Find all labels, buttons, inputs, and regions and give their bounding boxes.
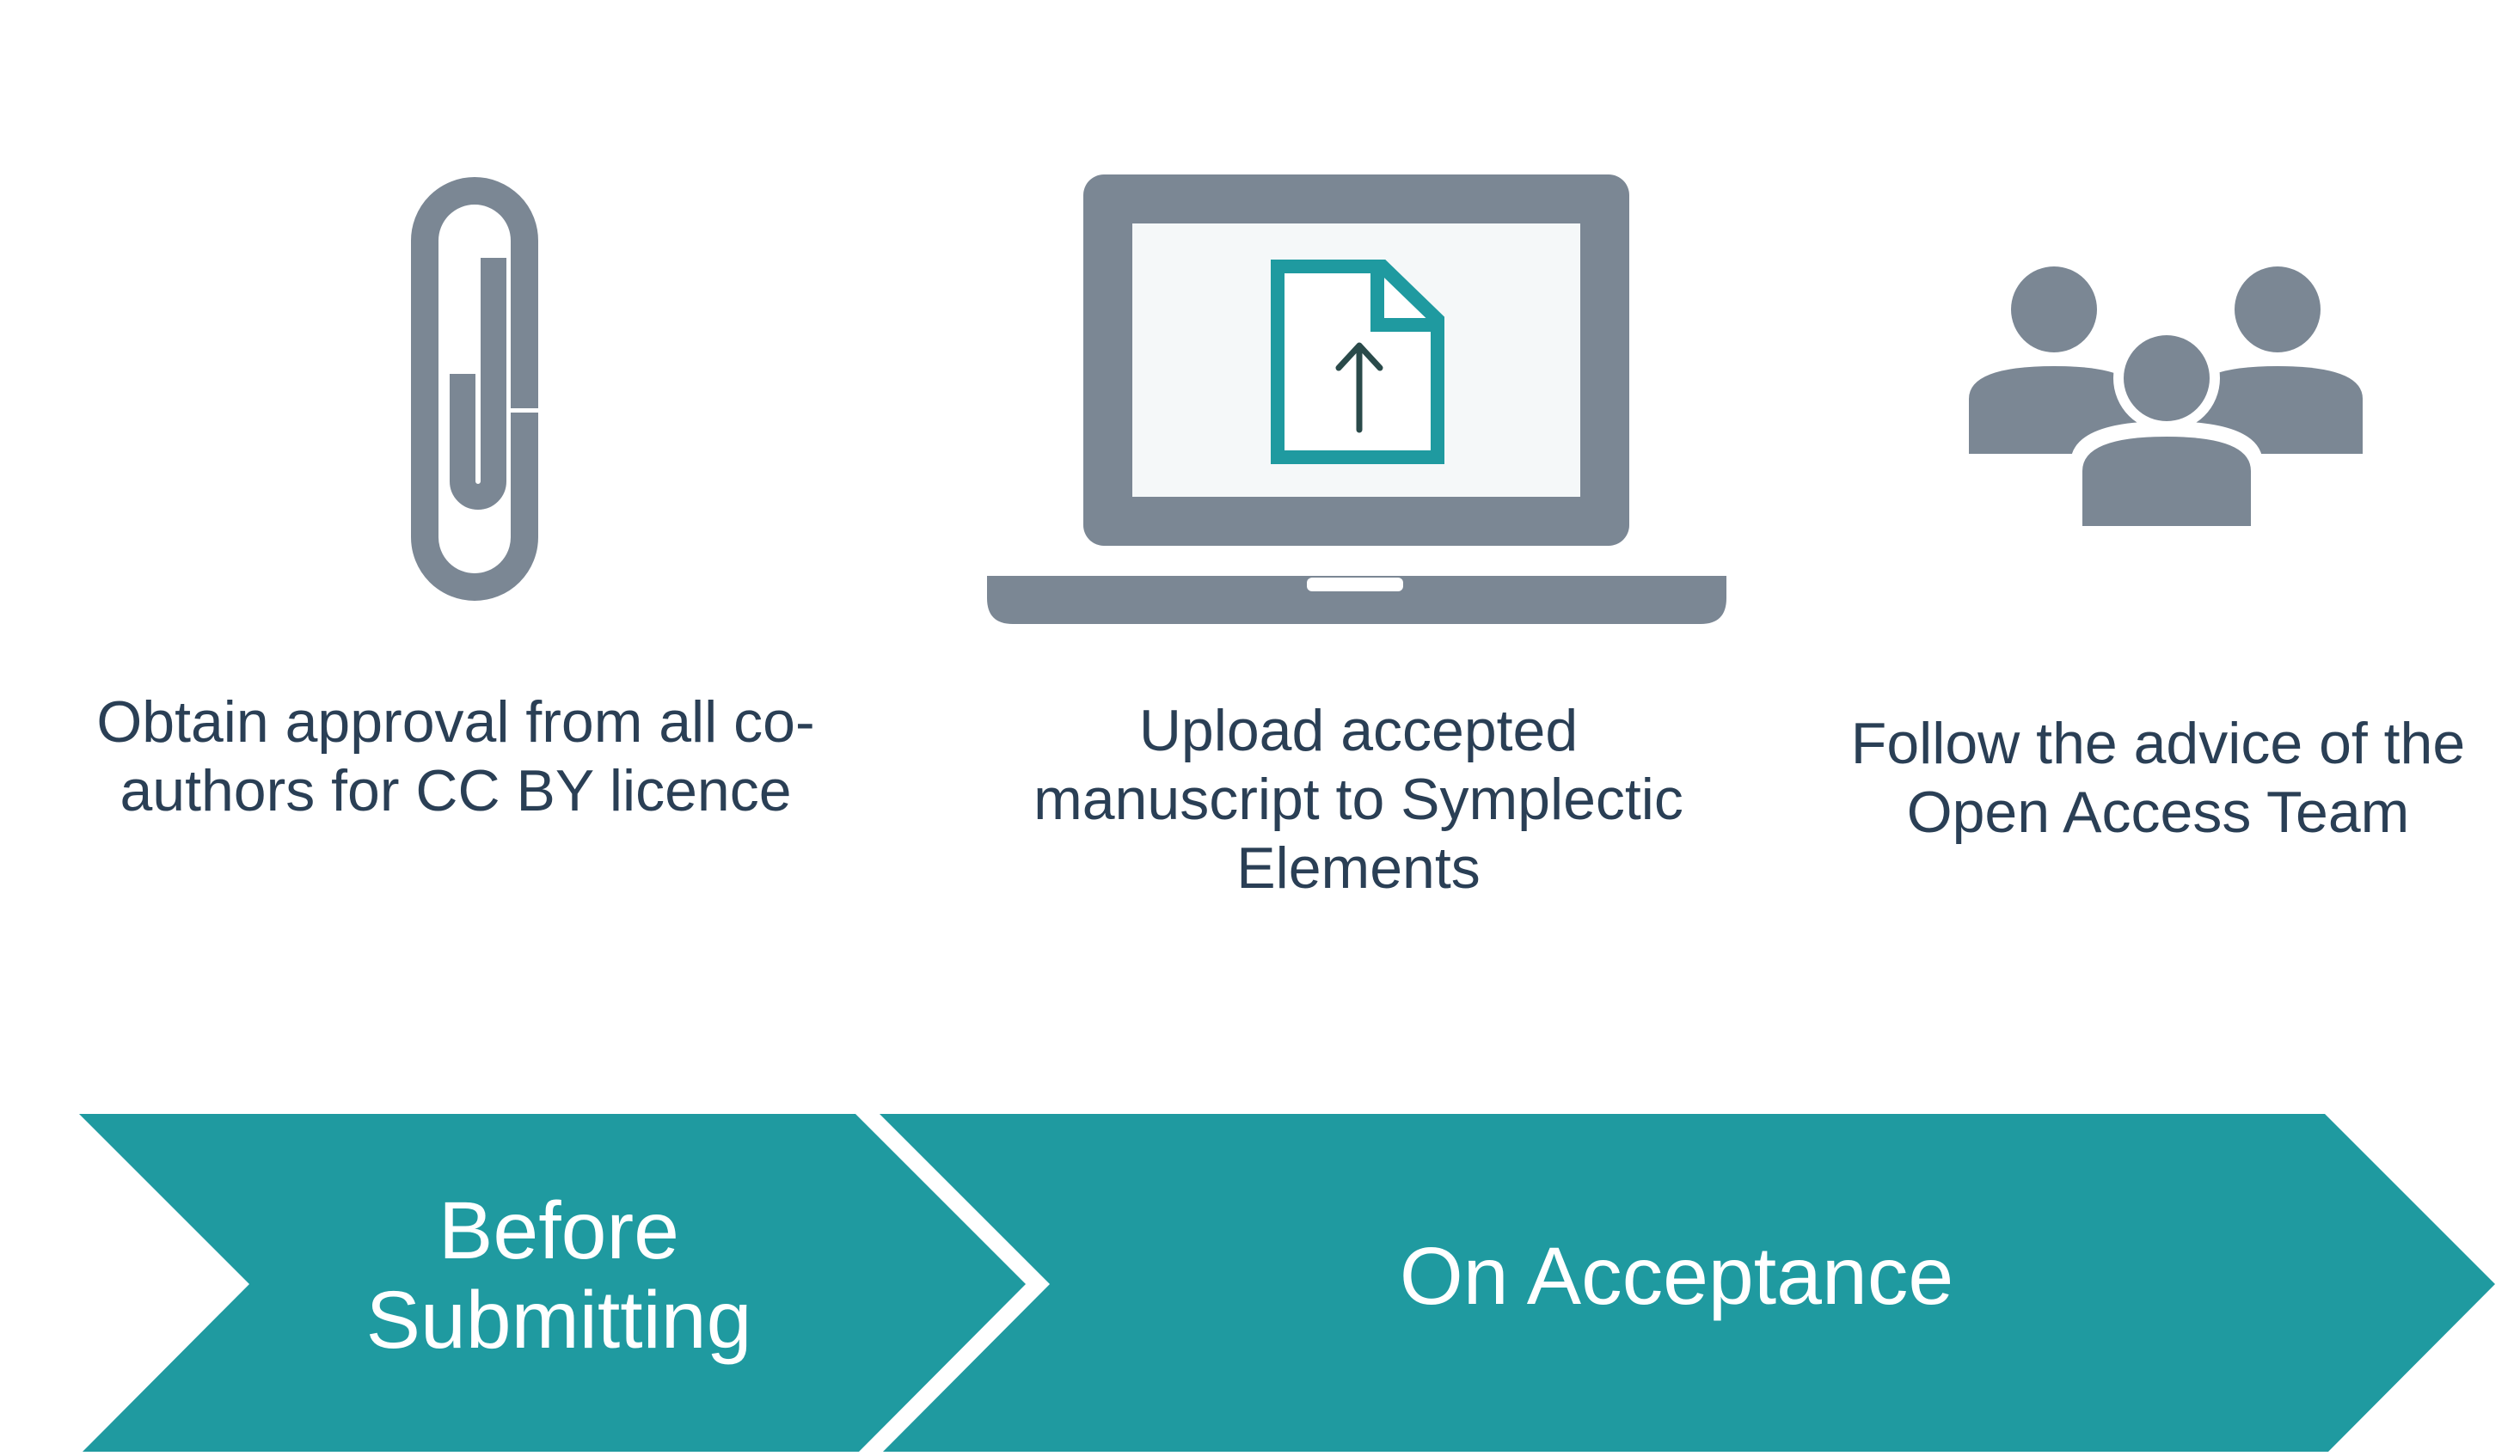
step-obtain-approval-text: Obtain approval from all co- authors for… (96, 689, 815, 823)
team-icon (1969, 266, 2363, 533)
phase-label-on-acceptance: On Acceptance (1399, 1231, 1954, 1322)
phase-arrow-on-acceptance (880, 1114, 2495, 1455)
laptop-upload-icon (987, 174, 1726, 624)
step-follow-advice-text: Follow the advice of the Open Access Tea… (1850, 711, 2466, 845)
step-upload-manuscript-text: Upload accepted manuscript to Symplectic… (1033, 698, 1683, 901)
paperclip-icon (411, 177, 538, 601)
phase-label-before-submitting: Before Submitting (365, 1185, 752, 1366)
document-upload-icon (1271, 260, 1444, 464)
phase-arrow-before-submitting (79, 1114, 1026, 1455)
